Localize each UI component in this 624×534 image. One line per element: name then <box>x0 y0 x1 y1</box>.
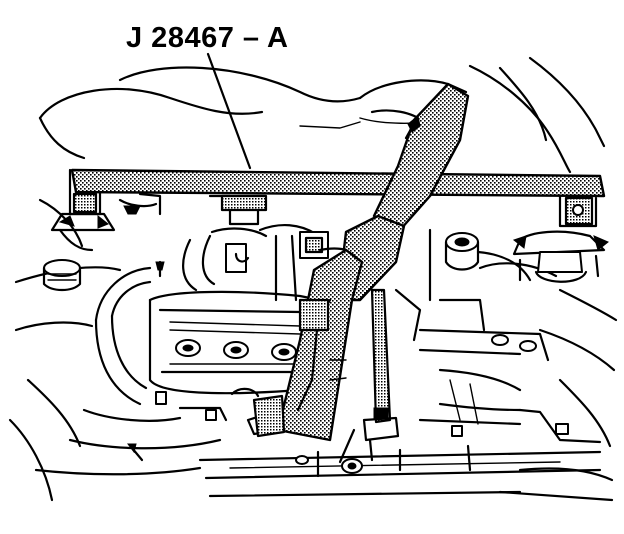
fixture-crossbar <box>68 168 606 228</box>
tool-callout-label: J 28467 – A <box>126 22 289 54</box>
engine-valve-cover <box>148 290 322 395</box>
front-crossmember <box>127 387 602 498</box>
support-hook-rod <box>338 288 400 464</box>
callout-leader-line <box>206 52 252 170</box>
pulley-assembly <box>34 266 222 476</box>
left-support-foot <box>50 198 158 252</box>
spring-isolator <box>42 259 82 292</box>
right-support-foot <box>512 230 609 283</box>
lift-bracket-arm <box>246 82 470 442</box>
reservoir-and-brackets <box>394 228 550 425</box>
engine-hoses <box>155 224 366 302</box>
